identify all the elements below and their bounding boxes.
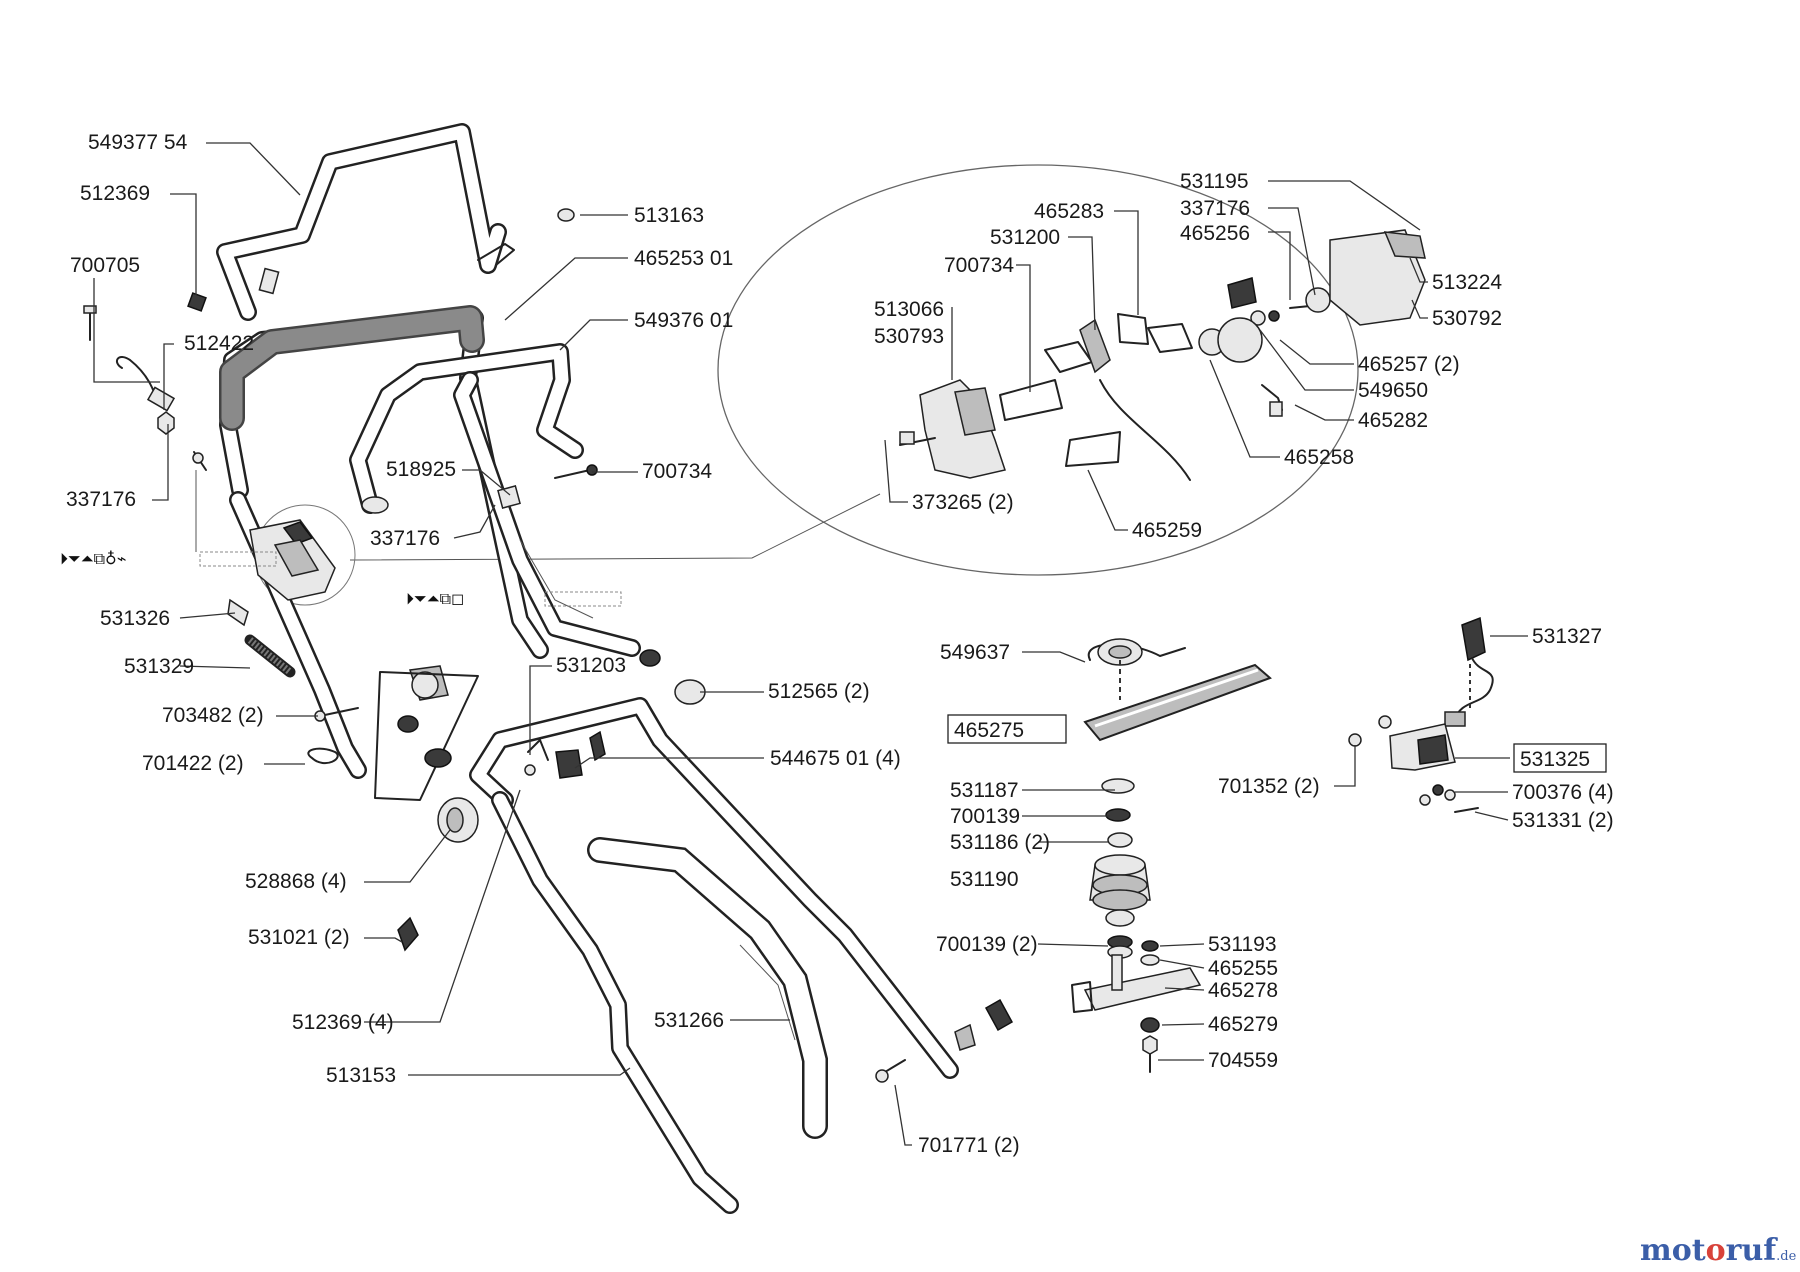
label-549376-01: 549376 01 [634, 309, 733, 332]
label-544675-01: 544675 01 (4) [770, 747, 901, 770]
label-531331: 531331 (2) [1512, 809, 1614, 832]
label-700734-a: 700734 [642, 460, 712, 483]
label-465253-01: 465253 01 [634, 247, 733, 270]
label-531327: 531327 [1532, 625, 1602, 648]
label-531186: 531186 (2) [950, 831, 1050, 854]
label-465275: 465275 [954, 719, 1024, 742]
label-465283: 465283 [1034, 200, 1104, 223]
handle-with-grip [219, 305, 661, 779]
label-518925: 518925 [386, 458, 456, 481]
watermark-logo: motoruf.de [1640, 1233, 1797, 1268]
symbol-row-left: ⏵⏷⏶⧉♁⌁ [60, 549, 126, 568]
label-465258: 465258 [1284, 446, 1354, 469]
label-530793: 530793 [874, 325, 944, 348]
label-513163: 513163 [634, 204, 704, 227]
symbol-row-right: ⏵⏷⏶⧉◻ [406, 589, 464, 608]
label-531190: 531190 [950, 868, 1019, 891]
label-531329: 531329 [124, 655, 194, 678]
label-513153: 513153 [326, 1064, 396, 1087]
label-701422: 701422 (2) [142, 752, 244, 775]
label-465255: 465255 [1208, 957, 1278, 980]
label-373265: 373265 (2) [912, 491, 1014, 514]
label-549650: 549650 [1358, 379, 1428, 402]
control-box [249, 519, 336, 601]
label-700376: 700376 (4) [1512, 781, 1614, 804]
detail-parts [899, 229, 1426, 481]
label-512422: 512422 [184, 332, 254, 355]
label-531021: 531021 (2) [248, 926, 350, 949]
wire-dashes [195, 470, 1471, 712]
label-531195: 531195 [1180, 170, 1249, 193]
lower-handle [469, 697, 959, 1214]
label-531325: 531325 [1520, 748, 1590, 771]
label-465259: 465259 [1132, 519, 1202, 542]
leader-lines [93, 142, 1528, 1146]
label-465257: 465257 (2) [1358, 353, 1460, 376]
label-465278: 465278 [1208, 979, 1278, 1002]
label-465282: 465282 [1358, 409, 1428, 432]
label-513066: 513066 [874, 298, 944, 321]
label-701352: 701352 (2) [1218, 775, 1320, 798]
box-531325 [1513, 743, 1607, 773]
label-531203: 531203 [556, 654, 626, 677]
label-549377-54: 549377 54 [88, 131, 188, 154]
label-531326: 531326 [100, 607, 170, 630]
label-337176-c: 337176 [1180, 197, 1250, 220]
label-700705: 700705 [70, 254, 140, 277]
label-703482: 703482 (2) [162, 704, 264, 727]
label-512565: 512565 (2) [768, 680, 870, 703]
box-465275 [947, 714, 1067, 744]
label-700139-2: 700139 (2) [936, 933, 1038, 956]
label-531187: 531187 [950, 779, 1019, 802]
label-700734-b: 700734 [944, 254, 1014, 277]
label-531200: 531200 [990, 226, 1060, 249]
label-337176-b: 337176 [370, 527, 440, 550]
label-465279: 465279 [1208, 1013, 1278, 1036]
label-512369-4: 512369 (4) [292, 1011, 394, 1034]
label-465256: 465256 [1180, 222, 1250, 245]
label-701771: 701771 (2) [918, 1134, 1020, 1157]
pulley-assembly [1071, 638, 1272, 1073]
label-337176-a: 337176 [66, 488, 136, 511]
label-704559: 704559 [1208, 1049, 1278, 1072]
part-labels: 549377 54 512369 700705 512422 337176 51… [66, 131, 1614, 1157]
upper-handle-bar [216, 123, 515, 321]
label-531266: 531266 [654, 1009, 724, 1032]
handle-549376 [349, 343, 641, 657]
charger-module [1348, 616, 1494, 813]
label-700139: 700139 [950, 805, 1020, 828]
label-513224: 513224 [1432, 271, 1502, 294]
label-530792: 530792 [1432, 307, 1502, 330]
label-528868: 528868 (4) [245, 870, 347, 893]
label-512369: 512369 [80, 182, 150, 205]
label-549637: 549637 [940, 641, 1010, 664]
label-531193: 531193 [1208, 933, 1277, 956]
